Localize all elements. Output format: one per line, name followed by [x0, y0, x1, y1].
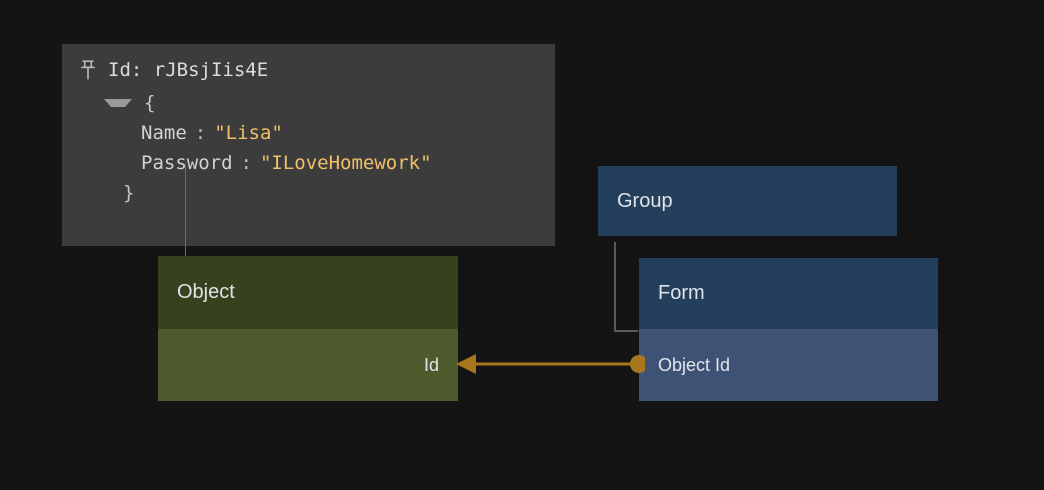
json-close-brace-row: }	[62, 178, 555, 208]
record-id-row: Id: rJBsjIis4E	[62, 54, 555, 86]
json-property-separator: :	[194, 122, 207, 144]
node-object-title: Object	[158, 256, 458, 329]
json-property-value: "Lisa"	[214, 122, 283, 144]
json-property-key: Name	[141, 122, 187, 144]
record-inspector-panel: Id: rJBsjIis4E { Name : "Lisa" Password …	[62, 44, 555, 256]
node-form[interactable]: Form Object Id	[639, 258, 938, 401]
node-form-field-object-id[interactable]: Object Id	[639, 329, 938, 401]
json-open-brace: {	[144, 92, 156, 114]
record-id-text: Id: rJBsjIis4E	[108, 59, 269, 81]
connector-form-to-object	[456, 354, 645, 374]
connector-group-to-form	[614, 242, 638, 332]
json-property-key: Password	[141, 152, 233, 174]
node-form-title: Form	[639, 258, 938, 329]
node-object[interactable]: Object Id	[158, 256, 458, 401]
json-property-row: Password : "ILoveHomework"	[62, 148, 555, 178]
node-group[interactable]: Group	[598, 166, 897, 236]
json-property-row: Name : "Lisa"	[62, 118, 555, 148]
json-property-separator: :	[240, 152, 252, 174]
chevron-down-icon[interactable]	[104, 99, 132, 107]
json-property-value: "ILoveHomework"	[259, 152, 432, 174]
json-open-brace-row[interactable]: {	[62, 88, 555, 118]
json-indent-guide	[185, 164, 186, 256]
node-object-field-id[interactable]: Id	[158, 329, 458, 401]
node-group-title: Group	[598, 166, 897, 236]
json-close-brace: }	[123, 182, 135, 204]
pin-icon[interactable]	[78, 59, 98, 81]
